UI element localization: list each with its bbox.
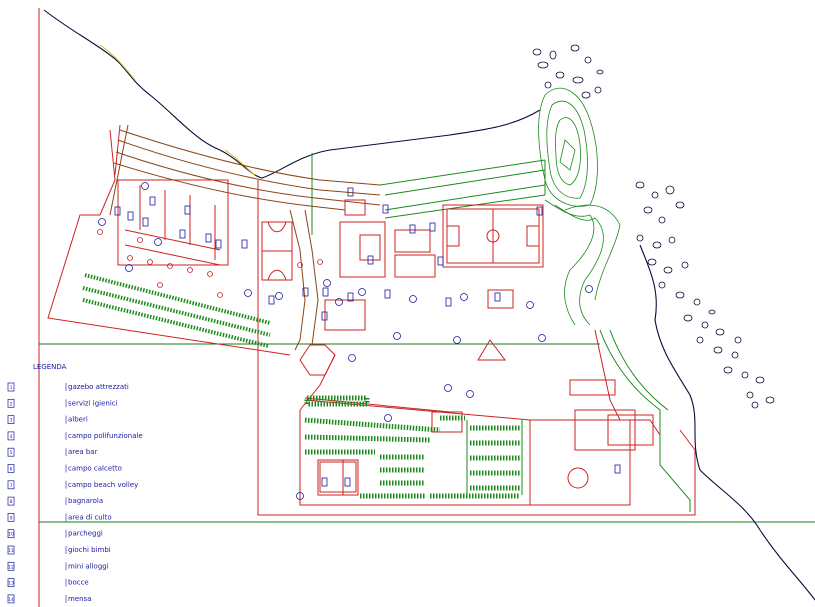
legend-symbol-icon: [7, 561, 15, 571]
legend-row: 2 servizi igienici: [7, 398, 118, 408]
legend: LEGENDA 1 gazebo attrezzati 2 servizi igien…: [7, 363, 143, 604]
legend-symbol-icon: [7, 578, 15, 587]
legend-symbol-icon: [7, 398, 15, 408]
legend-label: servizi igienici: [68, 399, 118, 407]
legend-row: 11 giochi bimbi: [7, 545, 111, 555]
legend-row: 5 area bar: [7, 447, 98, 457]
tree-icon: [97, 229, 323, 298]
legend-symbol-icon: [7, 545, 15, 555]
legend-row: 12 mini alloggi: [7, 561, 109, 571]
legend-symbol-icon: [7, 464, 15, 473]
legend-symbol-number: 8: [10, 499, 13, 505]
legend-row: 6 campo calcetto: [7, 464, 122, 473]
legend-symbol-icon: [7, 382, 15, 392]
legend-symbol-number: 2: [10, 401, 13, 407]
legend-symbol-number: 7: [10, 483, 13, 489]
legend-label: bocce: [68, 579, 89, 587]
legend-symbol-icon: [7, 594, 15, 604]
legend-symbol-icon: [7, 431, 15, 441]
legend-row: 8 bagnarola: [7, 496, 103, 506]
legend-row: 14 mensa: [7, 594, 92, 604]
legend-symbol-icon: [7, 415, 15, 424]
legend-symbol-number: 1: [10, 385, 13, 391]
legend-label: giochi bimbi: [68, 546, 111, 554]
map-symbols: [98, 182, 621, 500]
legend-symbol-icon: [7, 529, 15, 539]
legend-label: area bar: [68, 448, 98, 456]
legend-title: LEGENDA: [33, 363, 67, 371]
legend-symbol-number: 5: [10, 450, 13, 456]
legend-symbol-number: 14: [8, 597, 14, 603]
grid-lines: [39, 343, 815, 523]
legend-row: 10 parcheggi: [7, 529, 103, 539]
legend-label: area di culto: [68, 513, 112, 521]
legend-row: 3 alberi: [7, 415, 88, 424]
hill-contours: [538, 87, 621, 326]
legend-symbol-number: 13: [8, 581, 14, 587]
legend-symbol-icon: [7, 513, 15, 522]
parking-stripes: [82, 273, 523, 499]
coastline: [43, 9, 815, 601]
legend-label: campo polifunzionale: [68, 432, 143, 440]
legend-symbol-number: 4: [10, 434, 13, 440]
legend-symbol-number: 6: [10, 467, 13, 473]
green-fences: [311, 153, 691, 512]
legend-label: gazebo attrezzati: [68, 383, 129, 391]
road-network: [109, 124, 381, 351]
legend-symbol-number: 9: [10, 515, 13, 521]
legend-row: 4 campo polifunzionale: [7, 431, 143, 441]
legend-label: alberi: [68, 416, 88, 424]
legend-label: campo beach volley: [68, 481, 138, 489]
legend-symbol-number: 12: [8, 564, 14, 570]
legend-row: 9 area di culto: [7, 513, 112, 522]
legend-label: mini alloggi: [68, 562, 109, 570]
culto-area: [477, 339, 506, 361]
yellow-edge: [99, 44, 256, 176]
legend-symbol-number: 10: [8, 532, 14, 538]
legend-symbol-icon: [7, 480, 15, 490]
legend-label: parcheggi: [68, 530, 103, 538]
legend-row: 1 gazebo attrezzati: [7, 382, 129, 392]
legend-symbol-icon: [7, 447, 15, 457]
legend-label: mensa: [68, 595, 92, 603]
legend-label: bagnarola: [68, 497, 103, 505]
legend-symbol-number: 3: [10, 418, 13, 424]
legend-label: campo calcetto: [68, 465, 122, 473]
legend-row: 13 bocce: [7, 578, 89, 587]
legend-symbol-number: 11: [8, 548, 14, 554]
site-boundary: [47, 124, 696, 516]
legend-items: 1 gazebo attrezzati 2 servizi igienici 3 albe…: [7, 382, 143, 604]
facilities: [117, 179, 654, 506]
rock-icon: [532, 44, 775, 409]
legend-symbol-icon: [7, 496, 15, 506]
football-pitch: [442, 204, 544, 268]
legend-row: 7 campo beach volley: [7, 480, 138, 490]
